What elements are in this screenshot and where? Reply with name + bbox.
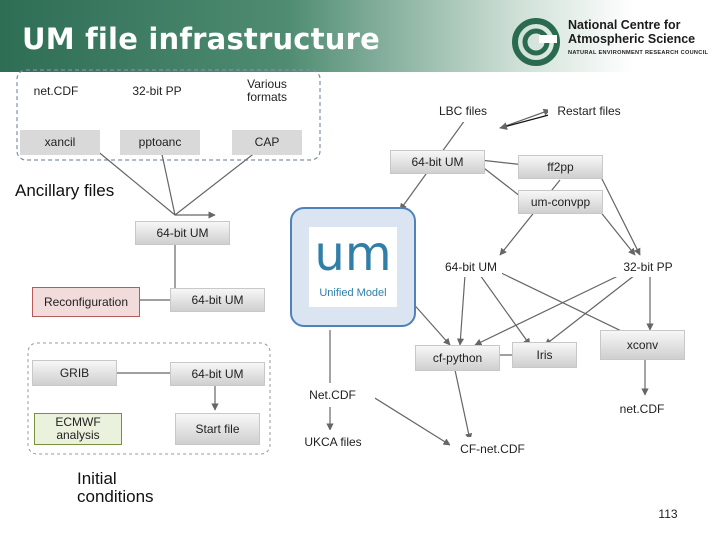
node-lbc-files: LBC files: [428, 100, 498, 122]
edge-pp32-iris: [544, 274, 636, 346]
ncas-ring-icon: [512, 18, 560, 66]
node-netcdf-right: net.CDF: [610, 398, 674, 420]
node-various-formats: Various formats: [232, 74, 302, 108]
um-caption: Unified Model: [319, 287, 387, 299]
node-grib: GRIB: [32, 360, 117, 386]
node-restart-files: Restart files: [548, 100, 630, 122]
node-64bit-um-low: 64-bit UM: [170, 362, 265, 386]
edge-64a-ff2pp: [479, 159, 526, 168]
edge-64a-convpp: [479, 164, 526, 201]
node-32bit-pp-top: 32-bit PP: [122, 80, 192, 102]
node-64bit-um-right: 64-bit UM: [440, 257, 502, 277]
node-start-file: Start file: [175, 413, 260, 445]
ancillary-group-outline: [16, 69, 321, 161]
node-cf-python: cf-python: [415, 345, 500, 371]
label-initial-conditions: Initial conditions: [77, 469, 154, 506]
node-iris: Iris: [512, 342, 577, 368]
node-64bit-um-mid: 64-bit UM: [170, 288, 265, 312]
node-pptoanc: pptoanc: [120, 130, 200, 155]
edge-um64r-cf: [456, 274, 466, 346]
node-um-convpp: um-convpp: [518, 190, 603, 214]
node-ukca-files: UKCA files: [292, 430, 374, 454]
edge-um-cf: [409, 299, 451, 346]
ncas-name-line2: Atmospheric Science: [568, 32, 696, 46]
header-banner: UM file infrastructure National Centre f…: [0, 0, 720, 72]
unified-model-box: um Unified Model: [290, 207, 416, 327]
edge-lbc-restart: [499, 108, 551, 129]
node-ecmwf-analysis: ECMWF analysis: [34, 413, 122, 445]
node-cf-netcdf: CF-net.CDF: [450, 437, 535, 461]
node-64bit-um-a: 64-bit UM: [390, 150, 485, 174]
node-32bit-pp-right: 32-bit PP: [612, 257, 684, 277]
ncas-subtitle: NATURAL ENVIRONMENT RESEARCH COUNCIL: [568, 50, 709, 56]
um-letters: um: [314, 226, 392, 282]
edge-netcdfmid-cfnetcdf: [369, 394, 451, 446]
node-netcdf-top: net.CDF: [25, 80, 87, 102]
node-xconv: xconv: [600, 330, 685, 360]
edge-cap-um: [174, 144, 266, 216]
ncas-name-line1: National Centre for: [568, 18, 681, 32]
page-number: 113: [658, 507, 678, 521]
node-xancil: xancil: [20, 130, 100, 155]
unified-model-logo: um Unified Model: [309, 227, 397, 307]
edge-um64r-xconv: [494, 269, 641, 341]
initial-conditions-group-outline: [27, 342, 271, 455]
node-ff2pp: ff2pp: [518, 155, 603, 179]
page-title: UM file infrastructure: [22, 22, 380, 56]
node-cap: CAP: [232, 130, 302, 155]
edges: [89, 108, 654, 446]
edge-ff2pp-pp32: [599, 174, 641, 256]
ncas-name: National Centre for Atmospheric Science: [568, 18, 695, 46]
edge-cf-cfnetcdf: [454, 369, 473, 441]
node-netcdf-mid: Net.CDF: [290, 383, 375, 407]
edge-pptoanc-um: [159, 144, 176, 216]
label-ancillary-files: Ancillary files: [15, 181, 115, 200]
node-64bit-um-left: 64-bit UM: [135, 221, 230, 245]
ncas-logo: National Centre for Atmospheric Science …: [512, 14, 712, 66]
edge-pp32-cf: [474, 274, 621, 346]
edge-um64r-iris: [479, 274, 531, 346]
node-reconfiguration: Reconfiguration: [32, 287, 140, 317]
